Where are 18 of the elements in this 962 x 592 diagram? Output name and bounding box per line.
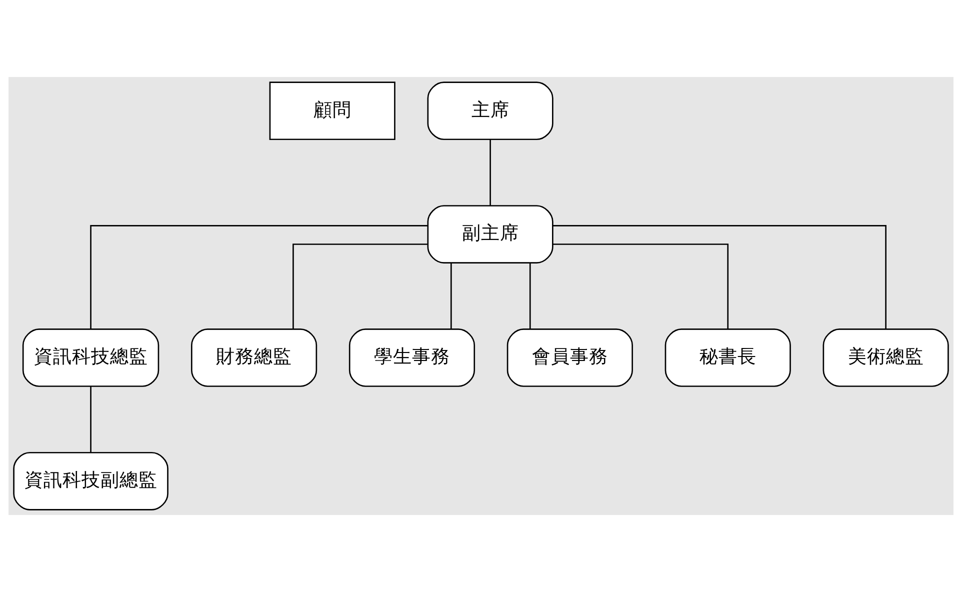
- connector: [450, 262, 452, 329]
- node-box: 學生事務: [348, 328, 476, 387]
- connector: [552, 244, 729, 330]
- node-box: 美術總監: [822, 328, 949, 387]
- connector: [90, 225, 428, 330]
- connector: [292, 244, 428, 330]
- node-box: 秘書長: [664, 328, 791, 387]
- node-box: 主席: [427, 82, 554, 140]
- node-box: 會員事務: [506, 328, 633, 387]
- node-box: 副主席: [427, 205, 554, 264]
- node-box: 顧問: [269, 82, 396, 140]
- connector: [90, 386, 92, 452]
- connector: [529, 262, 531, 329]
- connector: [552, 225, 886, 330]
- connector: [490, 139, 491, 206]
- node-box: 財務總監: [191, 328, 318, 387]
- node-box: 資訊科技副總監: [13, 452, 168, 510]
- node-box: 資訊科技總監: [22, 328, 160, 387]
